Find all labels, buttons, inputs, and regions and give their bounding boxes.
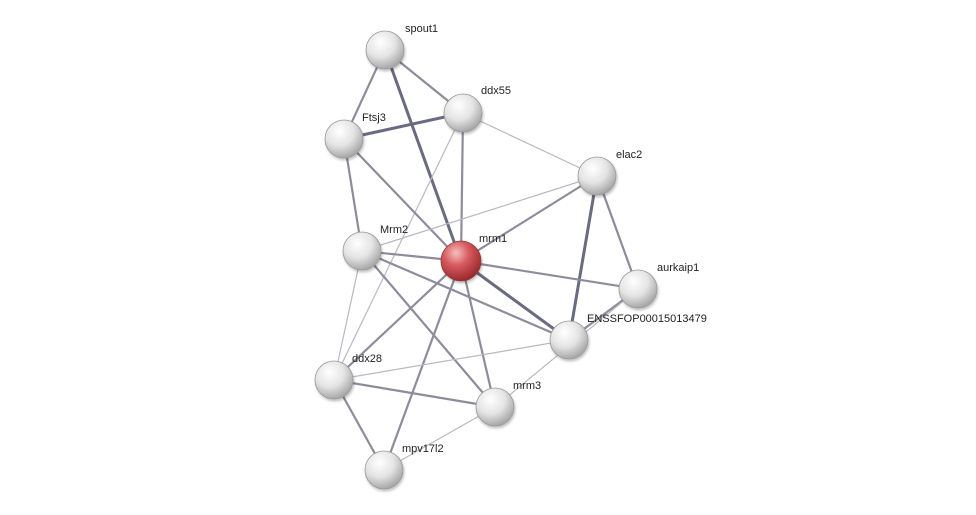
node-circle[interactable] xyxy=(324,119,364,159)
edge-Mrm2-ENSSFOP00015013479 xyxy=(360,249,571,342)
node-spout1[interactable]: spout1 xyxy=(365,23,438,70)
edge-spout1-mrm1 xyxy=(383,48,463,263)
node-circle[interactable] xyxy=(365,30,405,70)
edge-mrm1-ENSSFOP00015013479 xyxy=(459,259,571,342)
edge-elac2-aurkaip1 xyxy=(595,174,640,291)
node-label: ENSSFOP00015013479 xyxy=(587,313,707,325)
node-label: mrm3 xyxy=(513,380,541,392)
edge-Mrm2-mrm3 xyxy=(360,249,497,409)
node-ENSSFOP00015013479[interactable]: ENSSFOP00015013479 xyxy=(549,313,707,360)
edge-mrm1-mrm3 xyxy=(459,259,497,409)
edge-ddx55-elac2 xyxy=(462,112,598,177)
node-circle[interactable] xyxy=(618,269,658,309)
edge-ddx55-Ftsj3 xyxy=(342,111,465,141)
node-mrm1[interactable]: mrm1 xyxy=(440,233,507,282)
node-label: ddx55 xyxy=(481,85,511,97)
node-label: Mrm2 xyxy=(380,224,408,236)
node-Ftsj3[interactable]: Ftsj3 xyxy=(324,112,386,159)
node-mrm3[interactable]: mrm3 xyxy=(475,380,541,427)
node-circle[interactable] xyxy=(475,387,515,427)
edge-elac2-ENSSFOP00015013479 xyxy=(567,174,599,342)
node-label: mrm1 xyxy=(479,233,507,245)
node-elac2[interactable]: elac2 xyxy=(577,149,642,196)
node-circle[interactable] xyxy=(443,93,483,133)
node-label: spout1 xyxy=(405,23,438,35)
node-circle[interactable] xyxy=(364,450,404,490)
edge-ENSSFOP00015013479-ddx28 xyxy=(333,339,570,381)
node-label: ddx28 xyxy=(352,353,382,365)
edge-Mrm2-ddx28 xyxy=(333,250,363,381)
node-circle[interactable] xyxy=(577,156,617,196)
node-aurkaip1[interactable]: aurkaip1 xyxy=(618,262,699,309)
edge-Ftsj3-mrm1 xyxy=(342,137,463,263)
edge-elac2-Mrm2 xyxy=(361,175,598,252)
node-label: elac2 xyxy=(616,149,642,161)
node-mpv17l2[interactable]: mpv17l2 xyxy=(364,443,444,490)
node-ddx55[interactable]: ddx55 xyxy=(443,85,511,133)
node-circle[interactable] xyxy=(314,360,354,400)
edge-ddx55-mrm1 xyxy=(459,111,465,263)
edge-mrm3-mpv17l2 xyxy=(383,406,496,471)
node-circle[interactable] xyxy=(549,320,589,360)
node-label: mpv17l2 xyxy=(402,443,444,455)
edge-ddx55-ddx28 xyxy=(333,112,464,381)
node-circle[interactable] xyxy=(342,231,382,271)
edge-ddx28-mrm3 xyxy=(332,378,497,409)
edge-elac2-mrm1 xyxy=(459,174,599,263)
node-Mrm2[interactable]: Mrm2 xyxy=(342,224,408,271)
node-label: Ftsj3 xyxy=(362,112,386,124)
edge-mrm1-ddx28 xyxy=(332,259,463,382)
node-ddx28[interactable]: ddx28 xyxy=(314,353,382,400)
node-circle[interactable] xyxy=(440,240,482,282)
edge-mrm1-aurkaip1 xyxy=(459,259,640,291)
node-label: aurkaip1 xyxy=(657,262,699,274)
